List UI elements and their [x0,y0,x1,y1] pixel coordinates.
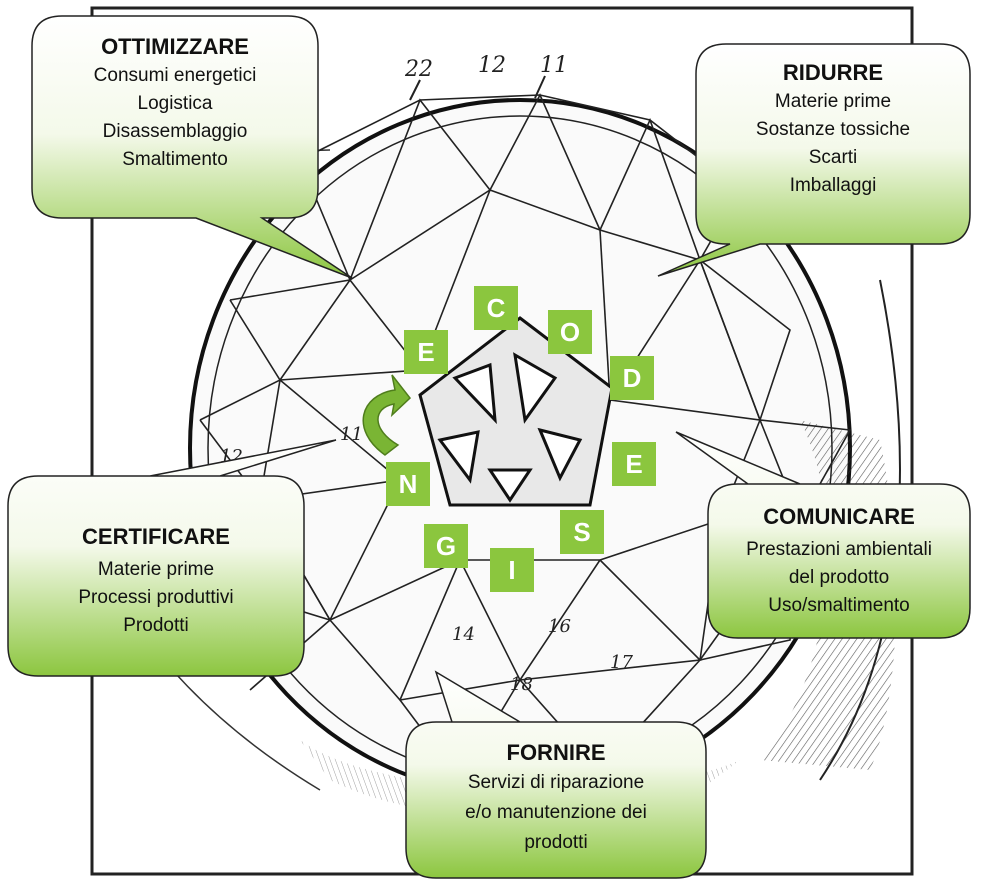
letter-s: S [560,510,604,554]
letter-c: C [474,286,518,330]
callout-comunicare: COMUNICARE Prestazioni ambientali del pr… [708,502,970,620]
callout-line: Scarti [808,147,858,168]
bubble-ridurre [657,43,971,277]
callout-certificare: CERTIFICARE Materie prime Processi produ… [8,522,304,640]
bubble-fornire [405,670,707,879]
callout-line: Servizi di riparazione [467,772,645,793]
letter-e-right: E [612,442,656,486]
callout-ottimizzare: OTTIMIZZARE Consumi energetici Logistica… [32,32,318,174]
callout-line: Smaltimento [122,149,228,170]
callout-title: COMUNICARE [763,504,915,529]
sketch-label: 18 [510,674,533,695]
sketch-label: 22 [404,57,433,82]
callout-line: Prodotti [123,615,189,636]
callout-line: e/o manutenzione dei [465,802,647,823]
sketch-label: 12 [478,53,506,78]
callout-title: CERTIFICARE [82,524,230,549]
callout-line: Disassemblaggio [102,121,248,142]
sketch-label: 16 [548,616,571,637]
sketch-label: 14 [452,624,475,645]
letter-e-left: E [404,330,448,374]
letter-g: G [424,524,468,568]
letter-n: N [386,462,430,506]
callout-title: OTTIMIZZARE [101,34,249,59]
sketch-label: 17 [610,652,633,673]
bubble-ottimizzare [31,15,353,279]
letter-o: O [548,310,592,354]
rotation-arrow-icon [362,374,412,456]
callout-line: prodotti [524,832,588,853]
callout-line: Sostanze tossiche [755,119,911,140]
callout-line: Materie prime [97,559,215,580]
letter-d: D [610,356,654,400]
sketch-label: 11 [540,53,568,78]
callout-title: RIDURRE [782,60,884,85]
letter-i: I [490,548,534,592]
callout-line: Prestazioni ambientali [746,539,932,560]
callout-line: Uso/smaltimento [768,595,910,616]
callout-line: del prodotto [788,567,890,588]
bubble-certificare [7,439,337,677]
sketch-label: 11 [340,424,363,445]
callout-line: Imballaggi [789,175,877,196]
callout-line: Processi produttivi [78,587,234,608]
callout-line: Materie prime [774,91,892,112]
callout-line: Logistica [137,93,213,114]
callout-ridurre: RIDURRE Materie prime Sostanze tossiche … [696,58,970,200]
callout-fornire: FORNIRE Servizi di riparazione e/o manut… [406,738,706,858]
callout-line: Consumi energetici [93,65,257,86]
bubble-comunicare [675,431,971,639]
callout-title: FORNIRE [506,740,606,765]
